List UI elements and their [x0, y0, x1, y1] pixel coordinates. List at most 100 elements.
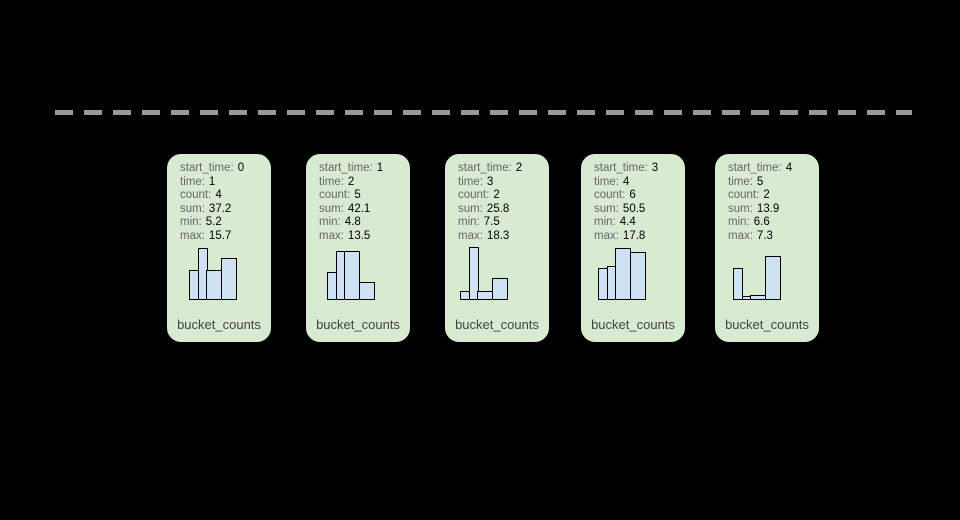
- field-row: count:4: [180, 189, 267, 203]
- field-key: sum:: [458, 202, 483, 215]
- field-key: time:: [594, 175, 619, 188]
- histogram-bar: [491, 278, 508, 300]
- field-key: start_time:: [180, 162, 234, 174]
- card-label: bucket_counts: [591, 317, 675, 332]
- field-value: 0: [237, 162, 245, 174]
- field-value: 25.8: [486, 202, 510, 215]
- field-row: sum:25.8: [458, 203, 545, 217]
- bucket-histogram: [733, 256, 781, 300]
- field-value: 5.2: [205, 216, 222, 229]
- bucket-card: start_time:0 time:1 count:4 sum:37.2 min…: [165, 152, 273, 344]
- field-row: time:1: [180, 176, 267, 190]
- field-key: time:: [728, 175, 753, 188]
- field-key: count:: [458, 189, 490, 202]
- field-row: start_time:2: [458, 162, 545, 176]
- field-value: 15.7: [208, 229, 232, 242]
- field-row: min:5.2: [180, 216, 267, 230]
- field-key: time:: [458, 175, 483, 188]
- field-row: max:15.7: [180, 230, 267, 244]
- field-row: sum:42.1: [319, 203, 406, 217]
- field-row: start_time:3: [594, 162, 681, 176]
- field-value: 4.4: [619, 216, 636, 229]
- field-list: start_time:4 time:5 count:2 sum:13.9 min…: [715, 154, 819, 244]
- bucket-histogram: [189, 248, 237, 300]
- bucket-histogram: [598, 248, 646, 300]
- field-value: 2: [347, 175, 355, 188]
- bucket-card: start_time:4 time:5 count:2 sum:13.9 min…: [713, 152, 821, 344]
- field-value: 6.6: [753, 216, 770, 229]
- field-row: sum:37.2: [180, 203, 267, 217]
- field-key: max:: [728, 229, 753, 242]
- field-key: max:: [319, 229, 344, 242]
- field-key: max:: [180, 229, 205, 242]
- field-value: 4: [215, 189, 222, 202]
- field-key: count:: [319, 189, 351, 202]
- field-key: start_time:: [458, 162, 512, 174]
- field-list: start_time:1 time:2 count:5 sum:42.1 min…: [306, 154, 410, 244]
- field-key: min:: [594, 216, 616, 229]
- field-value: 4.8: [344, 216, 361, 229]
- field-key: min:: [319, 216, 341, 229]
- field-key: sum:: [180, 202, 205, 215]
- field-row: min:6.6: [728, 216, 815, 230]
- histogram-bar: [220, 258, 237, 300]
- card-label: bucket_counts: [455, 317, 539, 332]
- field-value: 18.3: [486, 229, 510, 242]
- field-key: start_time:: [319, 162, 373, 174]
- field-row: time:2: [319, 176, 406, 190]
- card-label: bucket_counts: [177, 317, 261, 332]
- field-value: 1: [208, 175, 216, 188]
- histogram-bar: [764, 256, 781, 300]
- field-value: 3: [651, 162, 659, 174]
- field-value: 4: [785, 162, 793, 174]
- field-row: start_time:1: [319, 162, 406, 176]
- field-key: count:: [728, 189, 760, 202]
- field-value: 2: [515, 162, 523, 174]
- field-row: min:4.8: [319, 216, 406, 230]
- field-row: count:2: [458, 189, 545, 203]
- field-key: min:: [458, 216, 480, 229]
- field-list: start_time:2 time:3 count:2 sum:25.8 min…: [445, 154, 549, 244]
- histogram-bar: [629, 252, 646, 300]
- field-key: time:: [180, 175, 205, 188]
- field-row: max:13.5: [319, 230, 406, 244]
- field-value: 2: [763, 189, 770, 202]
- field-value: 7.3: [756, 229, 773, 242]
- field-value: 1: [376, 162, 384, 174]
- field-row: min:7.5: [458, 216, 545, 230]
- card-label: bucket_counts: [316, 317, 400, 332]
- field-row: start_time:0: [180, 162, 267, 176]
- field-value: 3: [486, 175, 494, 188]
- field-key: start_time:: [594, 162, 648, 174]
- field-row: count:5: [319, 189, 406, 203]
- field-key: min:: [728, 216, 750, 229]
- histogram-bar: [358, 282, 375, 300]
- field-row: start_time:4: [728, 162, 815, 176]
- field-row: count:6: [594, 189, 681, 203]
- field-value: 13.9: [756, 202, 780, 215]
- field-key: count:: [594, 189, 626, 202]
- field-row: time:3: [458, 176, 545, 190]
- field-value: 6: [629, 189, 636, 202]
- field-value: 4: [622, 175, 630, 188]
- field-key: count:: [180, 189, 212, 202]
- field-value: 13.5: [347, 229, 371, 242]
- field-list: start_time:0 time:1 count:4 sum:37.2 min…: [167, 154, 271, 244]
- bucket-card: start_time:1 time:2 count:5 sum:42.1 min…: [304, 152, 412, 344]
- bucket-histogram: [327, 251, 375, 300]
- field-value: 5: [756, 175, 764, 188]
- field-row: max:18.3: [458, 230, 545, 244]
- field-row: time:4: [594, 176, 681, 190]
- field-value: 2: [493, 189, 500, 202]
- field-key: max:: [458, 229, 483, 242]
- bucket-histogram: [460, 247, 508, 300]
- card-label: bucket_counts: [725, 317, 809, 332]
- field-row: max:17.8: [594, 230, 681, 244]
- field-key: min:: [180, 216, 202, 229]
- field-row: min:4.4: [594, 216, 681, 230]
- field-key: start_time:: [728, 162, 782, 174]
- field-row: time:5: [728, 176, 815, 190]
- field-value: 17.8: [622, 229, 646, 242]
- field-value: 37.2: [208, 202, 232, 215]
